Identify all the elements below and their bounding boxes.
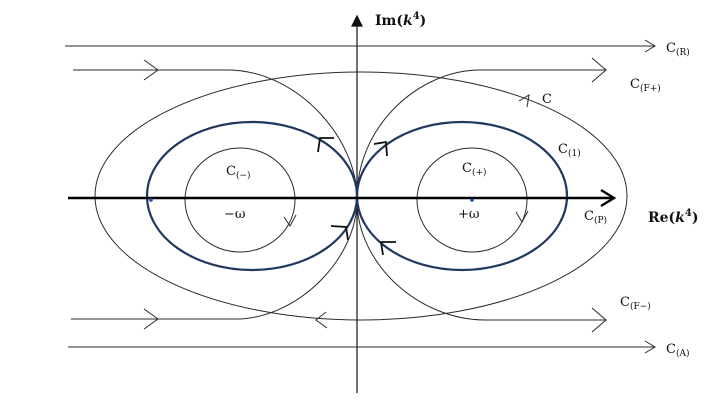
contour-cplus-circle	[416, 147, 528, 253]
label-pos-omega: +ω	[458, 207, 480, 222]
label-contour-c: C	[542, 92, 552, 107]
c1-arrow-lower-left	[330, 225, 349, 241]
contour-cplus-arrow	[515, 210, 529, 224]
contour-cminus-circle	[184, 147, 296, 253]
label-contour-cplus: C(+)	[462, 161, 487, 178]
contour-fplus-arrow-left	[143, 59, 159, 81]
imaginary-axis-arrowhead	[351, 14, 363, 27]
contour-c-arrow-bottom	[315, 311, 328, 329]
label-contour-a: C(A)	[666, 342, 689, 359]
c1-arrow-lower-right	[379, 241, 396, 256]
imaginary-axis-label: Im(k4)	[375, 11, 426, 29]
label-contour-fplus: C(F+)	[630, 77, 661, 94]
contour-c1-right-ellipse	[355, 120, 569, 272]
label-contour-p: C(P)	[584, 209, 607, 226]
contour-r-arrowhead	[644, 39, 656, 53]
contour-a-arrowhead	[644, 340, 656, 354]
c1-arrow-upper-left	[317, 137, 334, 153]
point-pos-omega	[470, 198, 474, 202]
contour-c-arrow-top	[518, 94, 530, 108]
contour-fplus-arrow-right	[591, 57, 607, 83]
contour-fminus-arrow-right	[591, 307, 607, 333]
real-axis-label: Re(k4)	[648, 208, 698, 226]
contour-c1-left-ellipse	[145, 120, 359, 272]
contour-c-ellipse	[94, 71, 628, 321]
label-contour-fminus: C(F−)	[620, 295, 651, 312]
contour-fplus-path	[73, 69, 605, 199]
label-contour-cminus: C(−)	[226, 164, 251, 181]
c1-arrow-upper-right	[373, 140, 388, 157]
contour-fminus-arrow-left	[143, 308, 159, 330]
label-neg-omega: −ω	[224, 207, 246, 222]
label-contour-c1: C(1)	[558, 142, 581, 159]
point-neg-omega	[149, 198, 153, 202]
real-axis-arrowhead	[600, 188, 617, 208]
label-contour-r: C(R)	[666, 41, 690, 58]
contour-cminus-arrow	[283, 214, 297, 227]
